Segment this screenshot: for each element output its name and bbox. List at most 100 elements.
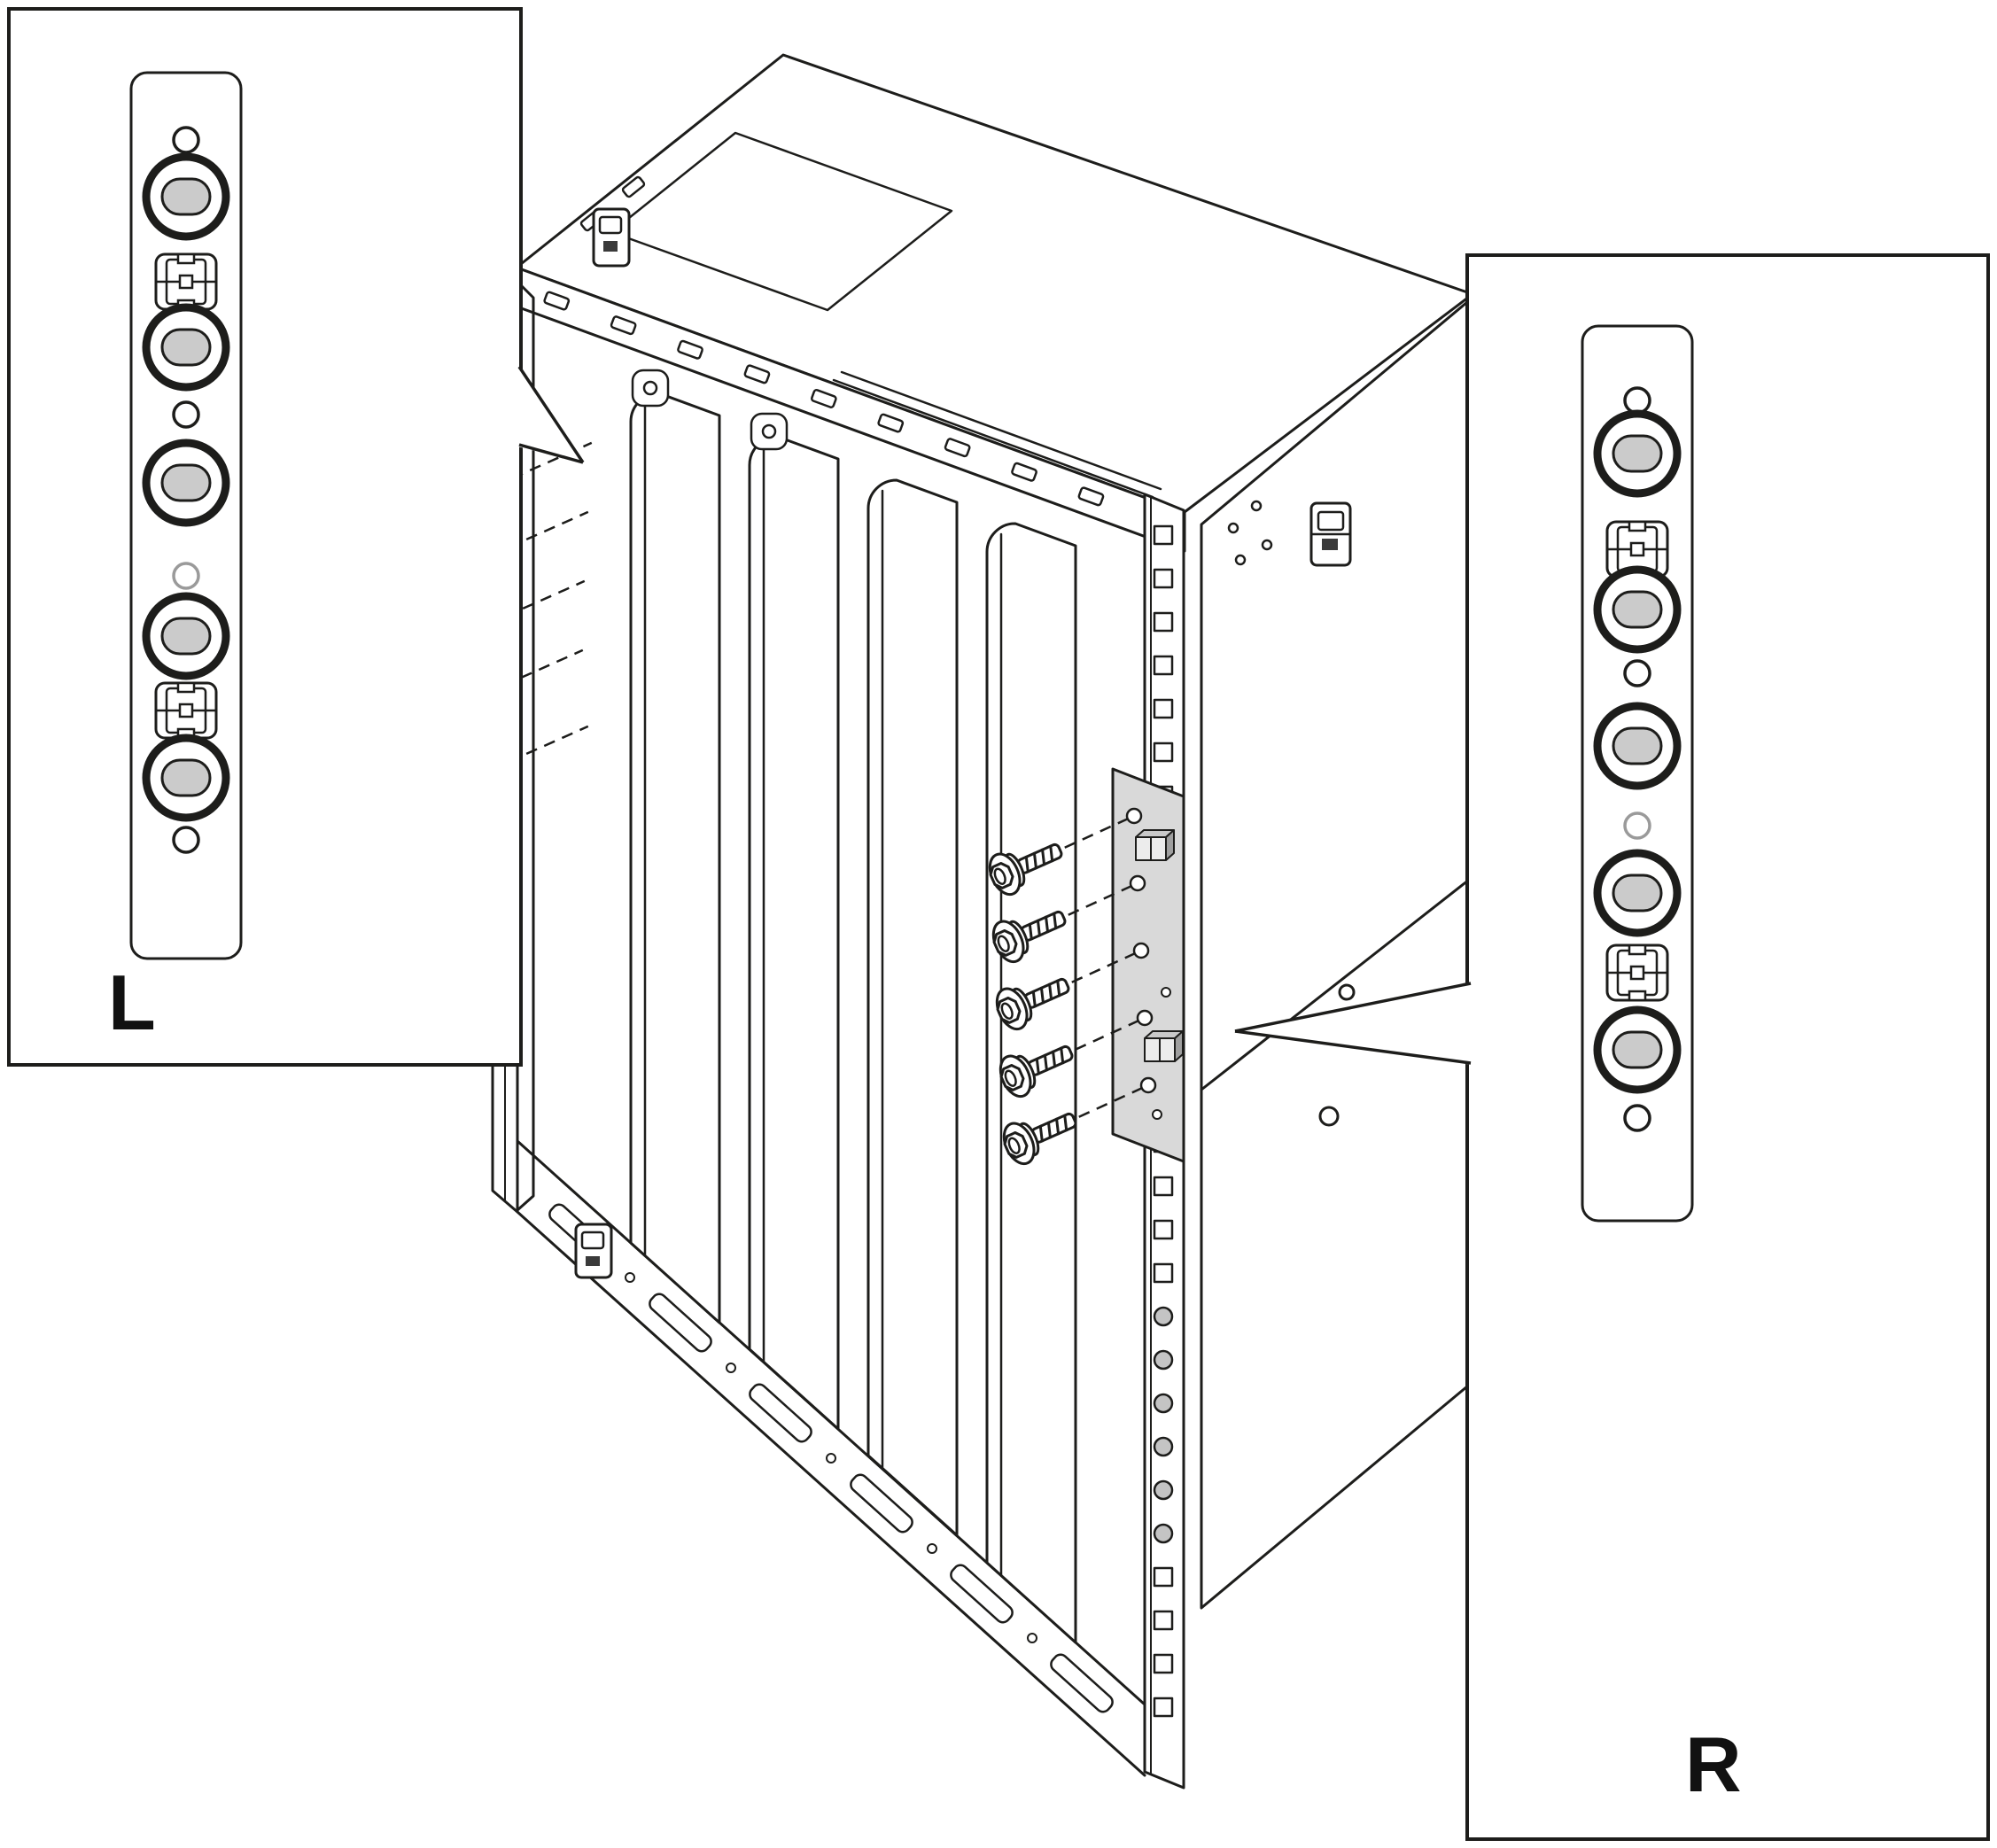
eia-bracket — [1111, 767, 1185, 1163]
callout-box — [7, 7, 523, 1067]
rail-pin — [1153, 1523, 1174, 1544]
rail-small-hole — [172, 400, 200, 429]
inner-left-wall-edge — [516, 282, 535, 1212]
rail-square-hole — [1153, 1262, 1174, 1284]
top-edge-slot — [621, 175, 646, 198]
tab-hole — [761, 423, 777, 439]
screw-guide-line — [1064, 814, 1135, 849]
vent-slot — [543, 291, 571, 311]
vent-slot — [610, 315, 637, 336]
bracket-screw-hole — [1136, 1009, 1154, 1027]
rail-square-hole — [1153, 568, 1174, 589]
rail-small-hole — [1623, 659, 1651, 687]
rail-small-hole — [172, 826, 200, 854]
floor-vent-slots — [548, 1203, 1114, 1713]
cage-clip-tab — [1628, 990, 1647, 1002]
rail-square-hole — [1153, 655, 1174, 676]
rail-square-hole — [1153, 1697, 1174, 1718]
rail-square-hole — [1153, 524, 1174, 546]
cage-clip-tab — [176, 681, 196, 694]
screw-hole — [160, 463, 212, 502]
chassis-bottom-edge — [516, 1210, 1146, 1777]
rail-square-hole — [1153, 1610, 1174, 1631]
cage-clip-tab — [1628, 943, 1647, 956]
bracket-pilot-hole — [1161, 987, 1171, 998]
rail-small-hole — [1623, 386, 1651, 415]
bracket-screw-hole — [1125, 807, 1143, 825]
bracket-screw-hole — [1132, 942, 1150, 959]
screw-hole — [160, 758, 212, 797]
callout-pointer-edge — [518, 443, 584, 464]
rail-square-hole — [1153, 698, 1174, 719]
screws-right-group — [983, 814, 1149, 1170]
floor-hole — [726, 1363, 736, 1373]
cage-clip-center — [1629, 541, 1645, 557]
top-face-recess — [610, 131, 953, 312]
top-vent-line — [832, 378, 1154, 499]
screw-guide-line — [1075, 1016, 1146, 1051]
screw-hole — [1612, 874, 1663, 912]
side-wall-pinhole — [1261, 539, 1273, 551]
floor-slot — [850, 1473, 913, 1534]
retainer-latch — [574, 1223, 613, 1279]
side-wall-pinhole — [1227, 522, 1239, 534]
callout-pointer-edge — [1234, 1029, 1472, 1065]
vent-slot — [1011, 462, 1037, 482]
rail-small-hole — [1623, 811, 1651, 840]
bracket-clip-block — [1135, 829, 1175, 861]
callout-left-bracket: L — [7, 7, 585, 1067]
vent-slot — [810, 388, 837, 408]
server-enclosure — [422, 53, 1474, 1790]
bracket-screw-hole — [1139, 1076, 1157, 1094]
floor-hole — [927, 1543, 937, 1554]
callout-pointer-edge — [517, 366, 585, 463]
floor-slot — [649, 1293, 712, 1353]
cage-clip-center — [1629, 965, 1645, 981]
rail-pin — [1153, 1436, 1174, 1457]
screw-guide-line — [1068, 881, 1138, 916]
vent-slot — [877, 413, 905, 433]
rail-small-hole — [1623, 1104, 1651, 1132]
screw-hole — [160, 177, 212, 216]
cage-clip-tab — [176, 252, 196, 265]
screw-hole — [160, 328, 212, 367]
rail-small-hole — [172, 126, 200, 154]
floor-slot — [1050, 1653, 1114, 1713]
eia-bracket-plate — [1111, 767, 1185, 1163]
rail-pin — [1153, 1393, 1174, 1414]
right-side-wall — [1200, 296, 1474, 1610]
rail-square-hole — [1153, 1219, 1174, 1240]
retainer-latch — [1309, 501, 1352, 567]
floor-hole — [625, 1272, 635, 1283]
screw-hole — [1612, 590, 1663, 629]
rail-square-hole — [1153, 742, 1174, 763]
cage-clip-center — [178, 703, 194, 718]
callout-pointer — [1235, 982, 1472, 1065]
callout-box — [1465, 253, 1990, 1841]
side-wall-hole — [1338, 983, 1356, 1001]
rail-pin — [1153, 1306, 1174, 1327]
callout-pointer-edge — [1234, 982, 1472, 1033]
floor-hole — [1027, 1633, 1037, 1643]
bay-partition — [866, 478, 959, 1537]
screw-hole — [160, 617, 212, 656]
side-wall-pinhole — [1250, 500, 1263, 512]
screw-hole — [1612, 434, 1663, 473]
vent-slot — [743, 364, 771, 384]
bracket-pilot-hole — [1152, 1109, 1162, 1120]
retainer-latch — [592, 207, 631, 268]
bracket-screw-hole — [1129, 874, 1146, 892]
screw-hole — [1612, 726, 1663, 765]
vent-slot — [944, 438, 971, 458]
rail-square-hole — [1153, 1653, 1174, 1674]
cage-clip-tab — [1628, 520, 1647, 532]
right-bracket-holes — [1593, 386, 1682, 1132]
floor-slot — [950, 1564, 1014, 1624]
screw-guide-line — [1078, 1083, 1149, 1118]
vent-slot — [1077, 486, 1105, 507]
rail-square-hole — [1153, 611, 1174, 633]
side-wall-divider — [1200, 875, 1474, 1091]
cage-clip-center — [178, 274, 194, 290]
